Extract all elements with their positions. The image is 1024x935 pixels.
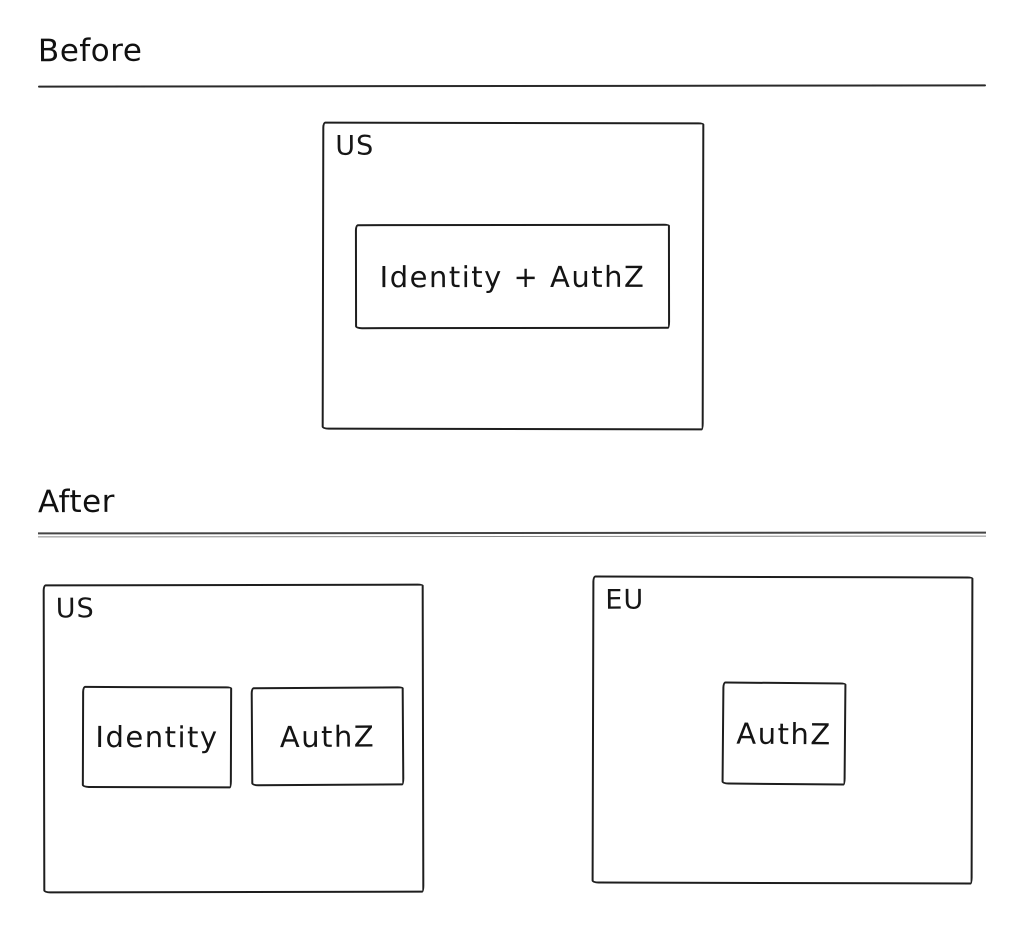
before-identity-authz-label: Identity + AuthZ: [379, 259, 646, 294]
after-us-authz-label: AuthZ: [279, 718, 376, 754]
after-us-region-box: US Identity AuthZ: [42, 583, 425, 894]
before-identity-authz-box: Identity + AuthZ: [354, 223, 671, 330]
after-us-identity-label: Identity: [95, 719, 219, 755]
after-divider-line: [37, 531, 987, 538]
after-eu-authz-box: AuthZ: [721, 681, 847, 786]
before-divider-line: [37, 84, 987, 89]
after-us-identity-box: Identity: [81, 685, 233, 789]
before-section-title: Before: [37, 32, 143, 70]
after-eu-region-box: EU AuthZ: [591, 575, 974, 885]
after-us-authz-box: AuthZ: [250, 686, 405, 787]
before-us-region-box: US Identity + AuthZ: [321, 121, 705, 431]
after-eu-authz-label: AuthZ: [736, 716, 832, 751]
after-eu-region-label: EU: [605, 584, 645, 616]
before-us-region-label: US: [335, 130, 375, 162]
after-us-region-label: US: [55, 593, 95, 625]
after-section-title: After: [37, 483, 116, 521]
